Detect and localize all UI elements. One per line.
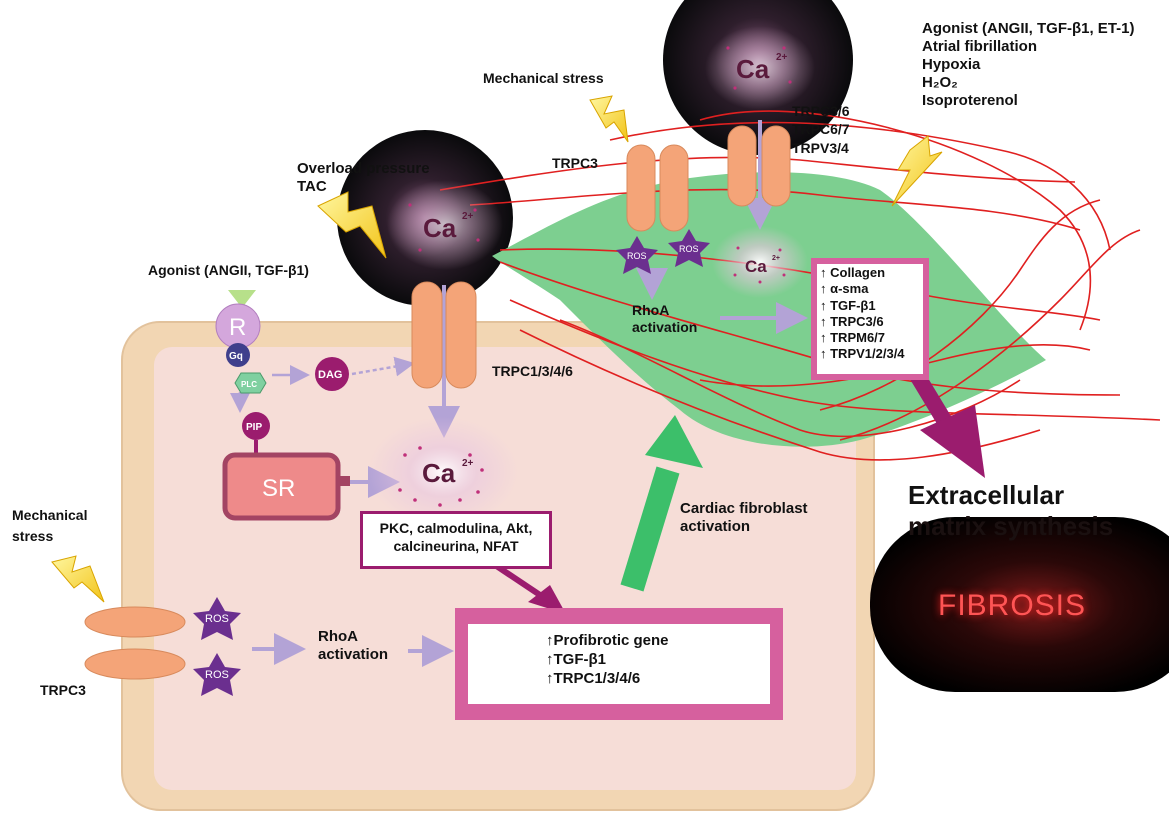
rhoa-cardio-label: RhoA activation bbox=[318, 628, 388, 664]
ca-label-sr: Ca bbox=[422, 458, 456, 488]
gq bbox=[226, 343, 250, 367]
ca-charge-sr: 2+ bbox=[462, 458, 474, 469]
ca-charge-top: 2+ bbox=[776, 52, 788, 63]
trpc3-top-label: TRPC3 bbox=[552, 155, 598, 171]
kinase-line-2: calcineurina, NFAT bbox=[393, 537, 519, 554]
ecm-line-2: matrix synthesis bbox=[908, 511, 1114, 542]
trpc3-left-label: TRPC3 bbox=[40, 682, 86, 698]
ca-glow-sr bbox=[368, 417, 518, 527]
ca-glow-top bbox=[705, 26, 815, 110]
cardio-effect-trpc1346: ↑TRPC1/3/4/6 bbox=[546, 669, 641, 687]
mechanical-stress-left-label: Mechanical stress bbox=[12, 505, 87, 547]
kinase-arrow bbox=[493, 562, 566, 614]
mech-left-line-2: stress bbox=[12, 528, 54, 544]
ros-label-4: ROS bbox=[205, 669, 229, 681]
kinase-line-1: PKC, calmodulina, Akt, bbox=[379, 520, 533, 536]
mech-left-line-1: Mechanical bbox=[12, 507, 88, 523]
ros-label-1: ROS bbox=[627, 251, 647, 261]
green-activation-arrow bbox=[620, 415, 703, 592]
channel-trpc3-cardio bbox=[84, 606, 186, 680]
channel-trpc1346 bbox=[411, 281, 477, 389]
channel-trpc-fibro-group bbox=[727, 125, 791, 207]
receptor-label: R bbox=[229, 314, 246, 341]
cardiac-fibroblast-label: Cardiac fibroblast activation bbox=[680, 500, 808, 536]
agonist-top-line-3: Hypoxia bbox=[922, 56, 981, 73]
fibrosis-label: FIBROSIS bbox=[938, 589, 1087, 622]
sr-label: SR bbox=[262, 475, 295, 502]
ca-label-top: Ca bbox=[736, 54, 770, 84]
fibrosis-glow bbox=[870, 517, 1169, 692]
trpc-fibro-channels-label: TRPC3/6 TRPC6/7 TRPV3/4 bbox=[792, 102, 850, 157]
plc-label: PLC bbox=[241, 380, 257, 389]
trpc-fibro-line-3: TRPV3/4 bbox=[792, 139, 849, 156]
agonist-triangle bbox=[228, 290, 256, 308]
ca-glow-fibro bbox=[712, 226, 808, 298]
ca-glow-center bbox=[387, 180, 503, 270]
plc bbox=[234, 372, 267, 394]
rhoa-cardio-line-1: RhoA bbox=[318, 628, 358, 645]
fibro-effect-trpc36: ↑ TRPC3/6 bbox=[820, 313, 884, 329]
pip bbox=[242, 412, 270, 440]
ecm-line-1: Extracellular bbox=[908, 480, 1065, 510]
ecm-label: Extracellular matrix synthesis bbox=[908, 480, 1113, 542]
purple-arrows bbox=[230, 120, 808, 667]
ca-label-center: Ca bbox=[423, 213, 457, 243]
agonist-left-label: Agonist (ANGII, TGF-β1) bbox=[148, 262, 309, 278]
dag-label: DAG bbox=[318, 369, 342, 381]
overload-line-1: Overload pressure bbox=[297, 160, 430, 177]
rhoa-cardio-line-2: activation bbox=[318, 646, 389, 663]
rhoa-fibro-line-2: activation bbox=[632, 318, 698, 335]
sr-port bbox=[338, 476, 350, 486]
agonist-top-line-5: Isoproterenol bbox=[922, 92, 1018, 109]
cardio-effect-tgfb1: ↑TGF-β1 bbox=[546, 650, 606, 668]
trpc-fibro-line-2: TRPC6/7 bbox=[792, 121, 850, 138]
fibro-effect-trpm67: ↑ TRPM6/7 bbox=[820, 330, 886, 345]
rhoa-fibro-line-1: RhoA bbox=[632, 302, 670, 318]
overload-pressure-label: Overload pressure TAC bbox=[297, 160, 430, 196]
ros-label-2: ROS bbox=[679, 244, 699, 254]
rhoa-fibro-label: RhoA activation bbox=[632, 302, 697, 336]
ca-charge-fibro: 2+ bbox=[772, 255, 780, 262]
overload-line-2: TAC bbox=[297, 178, 327, 195]
fibro-effect-tgfb1: ↑ TGF-β1 bbox=[820, 297, 876, 313]
sr bbox=[222, 452, 341, 521]
fibro-effect-trpv1234: ↑ TRPV1/2/3/4 bbox=[820, 346, 905, 362]
ca-label-fibro: Ca bbox=[745, 257, 767, 276]
channel-trpc3-fibro bbox=[626, 144, 689, 232]
ros-label-3: ROS bbox=[205, 613, 229, 625]
fibro-effect-asma: ↑ α-sma bbox=[820, 281, 869, 297]
fibroblast-effects-box: ↑ Collagen ↑ α-sma ↑ TGF-β1 ↑ TRPC3/6 ↑ … bbox=[817, 264, 923, 374]
cardiac-fibroblast-line-1: Cardiac fibroblast bbox=[680, 500, 808, 517]
trpc-fibro-line-1: TRPC3/6 bbox=[792, 103, 850, 119]
ros-stars bbox=[193, 229, 710, 696]
agonist-top-line-1: Agonist (ANGII, TGF-β1, ET-1) bbox=[922, 20, 1135, 37]
pip-label: PIP bbox=[246, 422, 262, 433]
trpc1346-label: TRPC1/3/4/6 bbox=[492, 363, 573, 379]
mechanical-stress-top-label: Mechanical stress bbox=[483, 70, 604, 86]
agonist-top-line-2: Atrial fibrillation bbox=[922, 38, 1038, 55]
cardiac-fibroblast-line-2: activation bbox=[680, 518, 751, 535]
bolts bbox=[51, 95, 943, 603]
agonist-top-label: Agonist (ANGII, TGF-β1, ET-1) Atrial fib… bbox=[922, 20, 1134, 110]
cardio-effects-box: ↑Profibrotic gene ↑TGF-β1 ↑TRPC1/3/4/6 bbox=[468, 624, 770, 704]
ecm-arrow bbox=[908, 367, 985, 478]
dag bbox=[315, 357, 349, 391]
cardio-effect-profibrotic: ↑Profibrotic gene bbox=[546, 632, 669, 649]
ca-charge-center: 2+ bbox=[462, 211, 474, 222]
ca-dots bbox=[398, 46, 792, 507]
kinase-box: PKC, calmodulina, Akt, calcineurina, NFA… bbox=[363, 514, 549, 566]
gq-label: Gq bbox=[229, 351, 243, 362]
fibro-effect-collagen: ↑ Collagen bbox=[820, 265, 886, 280]
agonist-top-line-4: H₂O₂ bbox=[922, 74, 958, 91]
